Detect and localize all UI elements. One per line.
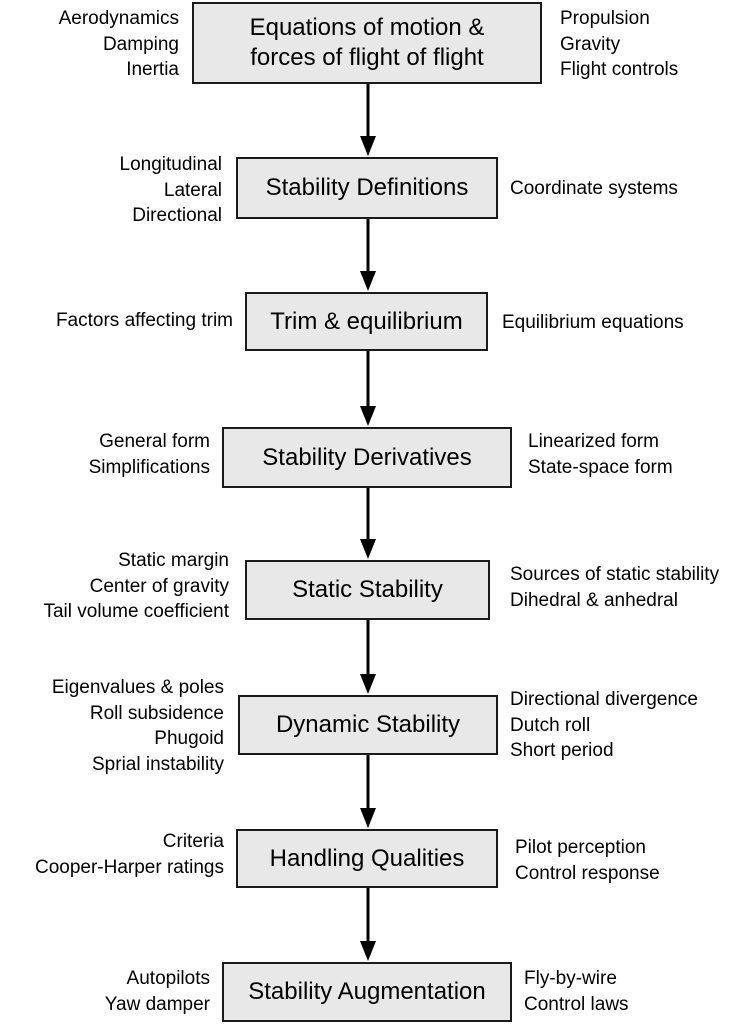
step-title-line: Handling Qualities: [269, 844, 465, 872]
step-title: Stability Derivatives: [262, 443, 471, 473]
note-item: Sprial instability: [92, 753, 224, 775]
note-item: Propulsion: [560, 8, 650, 29]
step-title: Stability Definitions: [266, 173, 469, 203]
step-title-line: Static Stability: [292, 576, 443, 603]
step-title-line: Stability Derivatives: [262, 443, 472, 471]
step-box-derivatives: Stability Derivatives: [222, 427, 512, 488]
note-item: Sources of static stability: [510, 564, 720, 585]
note-item: Flight controls: [560, 59, 679, 80]
step-title: Trim & equilibrium: [270, 307, 462, 337]
note-item: Equilibrium equations: [502, 312, 684, 333]
note-item: Directional: [132, 205, 222, 226]
flow-arrow-head: [360, 539, 376, 559]
step-box-handling: Handling Qualities: [236, 829, 498, 888]
note-item: Pilot perception: [515, 837, 646, 858]
step-title-line: Equations of motion &: [249, 14, 485, 41]
note-item: Eigenvalues & poles: [51, 677, 224, 698]
note-item: Factors affecting trim: [55, 310, 233, 331]
step-box-static: Static Stability: [245, 560, 490, 620]
note-item: Simplifications: [88, 456, 210, 478]
note-item: Criteria: [162, 831, 224, 852]
flow-arrow-head: [360, 406, 376, 426]
step-box-equations: Equations of motion & forces of flight of…: [192, 2, 542, 84]
step-title: Stability Augmentation: [248, 977, 485, 1007]
step-title-line: Trim & equilibrium: [270, 307, 463, 335]
step-box-trim: Trim & equilibrium: [245, 292, 488, 351]
flow-arrow-head: [360, 674, 376, 694]
note-item: Control response: [515, 862, 660, 884]
flow-arrow-head: [360, 136, 376, 156]
right-notes-trim: Equilibrium equations: [502, 310, 684, 336]
step-box-augmentation: Stability Augmentation: [222, 962, 512, 1022]
note-item: State-space form: [528, 456, 673, 478]
note-item: Dutch roll: [510, 714, 591, 736]
step-box-definitions: Stability Definitions: [236, 157, 498, 219]
note-item: Static margin: [118, 550, 229, 571]
note-item: Gravity: [560, 33, 621, 55]
flow-arrow-head: [360, 941, 376, 961]
note-item: Longitudinal: [119, 154, 222, 175]
note-item: Cooper-Harper ratings: [34, 856, 224, 878]
note-item: Control laws: [524, 993, 629, 1015]
note-item: Roll subsidence: [89, 702, 224, 724]
step-box-dynamic: Dynamic Stability: [238, 695, 498, 755]
left-notes-trim: Factors affecting trim: [56, 308, 233, 334]
note-item: Autopilots: [126, 968, 210, 989]
note-item: Inertia: [126, 59, 179, 80]
right-notes-definitions: Coordinate systems: [510, 176, 678, 202]
note-item: Damping: [102, 33, 179, 55]
note-item: Dihedral & anhedral: [510, 589, 678, 611]
step-title-line: Stability Definitions: [265, 174, 469, 201]
note-item: Linearized form: [528, 431, 659, 452]
note-item: Tail volume coefficient: [43, 601, 229, 622]
step-title-line: forces of flight of flight: [250, 44, 484, 71]
step-title: Handling Qualities: [270, 844, 465, 874]
flow-arrow-head: [360, 271, 376, 291]
note-item: Yaw damper: [104, 993, 210, 1015]
note-item: Fly-by-wire: [524, 968, 617, 989]
step-title-line: Stability Augmentation: [248, 978, 486, 1005]
step-title: Static Stability: [292, 575, 443, 605]
step-title: Dynamic Stability: [276, 710, 460, 740]
note-item: Directional divergence: [510, 689, 698, 710]
note-item: Aerodynamics: [58, 8, 179, 29]
note-item: General form: [99, 431, 210, 452]
note-item: Center of gravity: [89, 575, 229, 597]
note-item: Phugoid: [154, 728, 224, 749]
step-title-line: Dynamic Stability: [275, 711, 461, 738]
flow-arrow-head: [360, 808, 376, 828]
note-item: Short period: [510, 740, 614, 761]
step-title: Equations of motion & forces of flight of…: [250, 13, 485, 73]
note-item: Coordinate systems: [510, 178, 678, 199]
note-item: Lateral: [163, 179, 222, 201]
